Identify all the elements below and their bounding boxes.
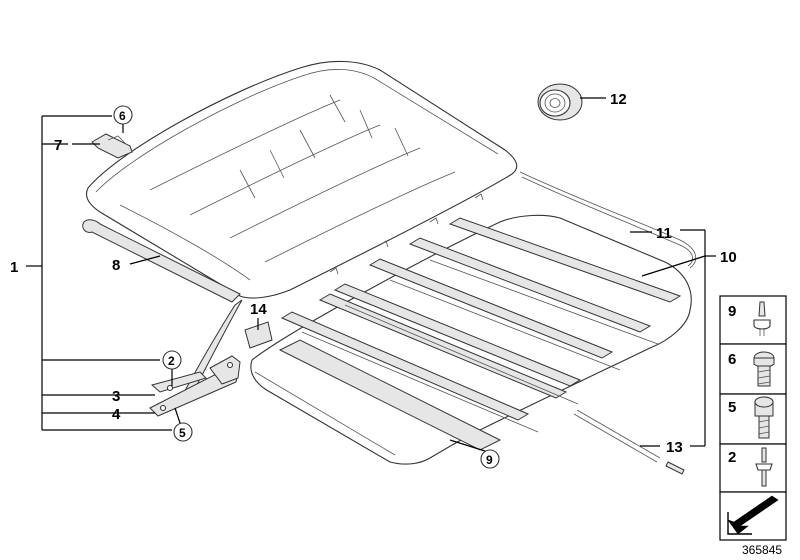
callout-4: 4 (112, 406, 121, 423)
callout-1: 1 (10, 259, 18, 276)
fastener-legend: 9 6 5 2 (719, 295, 787, 541)
roof-cover-panel (85, 60, 518, 299)
rod-13 (573, 409, 685, 475)
legend-box-5 (719, 393, 787, 445)
seal-strip-11 (519, 171, 697, 269)
rivet-icon (753, 301, 771, 336)
legend-label-2: 2 (728, 449, 736, 466)
legend-box-9 (719, 295, 787, 345)
legend-label-5: 5 (728, 399, 736, 416)
callout-8: 8 (112, 257, 120, 274)
direction-arrow-icon (727, 495, 779, 535)
roof-slats (280, 217, 682, 433)
callout-7: 7 (54, 137, 62, 154)
callout-9: 9 (486, 453, 493, 467)
callout-10: 10 (720, 249, 737, 266)
callout-3: 3 (112, 388, 120, 405)
reference-number: 365845 (742, 543, 782, 557)
pin-screw-icon (755, 447, 773, 487)
socket-head-screw-icon (754, 396, 774, 439)
pan-head-screw-icon (753, 351, 775, 387)
legend-box-2 (719, 443, 787, 493)
seal-strip-8 (82, 219, 241, 303)
callout-6: 6 (119, 109, 126, 123)
callout-13: 13 (666, 439, 683, 456)
callout-14: 14 (250, 301, 267, 318)
legend-label-9: 9 (728, 303, 736, 320)
callout-2: 2 (168, 354, 175, 368)
callout-11: 11 (656, 225, 672, 242)
callout-5: 5 (179, 426, 186, 440)
side-linkage (149, 299, 273, 417)
grommet-12 (537, 83, 583, 121)
callout-12: 12 (610, 91, 627, 108)
clip-7 (91, 133, 133, 159)
legend-label-6: 6 (728, 351, 736, 368)
callout-labels: 1 6 7 8 2 3 4 5 14 12 11 10 13 9 (10, 91, 737, 469)
